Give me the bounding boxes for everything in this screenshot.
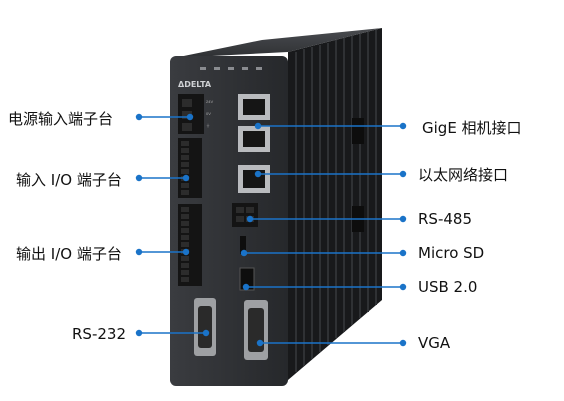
callout-lines <box>135 113 407 347</box>
device-top <box>174 28 382 58</box>
microsd-slot <box>240 236 246 254</box>
label-output-io: 输出 I/O 端子台 <box>16 245 122 263</box>
label-gige: GigE 相机接口 <box>422 119 522 137</box>
leader-microsd-start-dot <box>240 249 248 257</box>
leader-power-end-dot <box>186 113 194 121</box>
leader-ethernet-start-dot <box>254 170 262 178</box>
ethernet-port <box>238 165 270 193</box>
input-io-terminal-block <box>178 138 202 198</box>
leader-vga-start-dot <box>256 339 264 347</box>
leader-input-io-end-dot <box>182 174 190 182</box>
svg-text:⏚: ⏚ <box>206 122 210 128</box>
rs485-terminal <box>232 203 258 227</box>
rs232-db9-connector <box>194 298 216 356</box>
leader-usb-end-dot <box>399 283 407 291</box>
leader-vga-end-dot <box>399 339 407 347</box>
leader-usb-start-dot <box>242 283 250 291</box>
power-terminal-block: 24V 0V ⏚ <box>178 94 213 134</box>
svg-text:0V: 0V <box>206 111 211 116</box>
led-indicators <box>200 67 262 70</box>
label-vga: VGA <box>418 334 451 352</box>
label-microsd: Micro SD <box>418 244 485 262</box>
leader-output-io-start-dot <box>135 248 143 256</box>
leader-ethernet-end-dot <box>399 170 407 178</box>
leader-rs232-end-dot <box>202 329 210 337</box>
heatsink-fins <box>288 28 382 380</box>
leader-rs232-start-dot <box>135 329 143 337</box>
label-rs232: RS-232 <box>72 325 126 343</box>
vga-db15-connector <box>244 300 268 360</box>
label-ethernet: 以太网络接口 <box>418 166 509 184</box>
leader-output-io-end-dot <box>182 248 190 256</box>
gige-ports <box>238 94 270 152</box>
leader-input-io-start-dot <box>135 174 143 182</box>
label-usb: USB 2.0 <box>418 278 478 296</box>
output-io-terminal-block <box>178 204 202 286</box>
leader-rs485-start-dot <box>246 215 254 223</box>
leader-power-start-dot <box>135 113 143 121</box>
leader-gige-end-dot <box>399 122 407 130</box>
svg-text:24V: 24V <box>206 99 213 104</box>
brand-logo: ΔDELTA <box>178 80 212 89</box>
label-rs485: RS-485 <box>418 210 472 228</box>
leader-rs485-end-dot <box>399 215 407 223</box>
leader-gige-start-dot <box>254 122 262 130</box>
label-input-io: 输入 I/O 端子台 <box>16 171 122 189</box>
leader-microsd-end-dot <box>399 249 407 257</box>
label-power-terminal: 电源输入端子台 <box>8 110 114 128</box>
